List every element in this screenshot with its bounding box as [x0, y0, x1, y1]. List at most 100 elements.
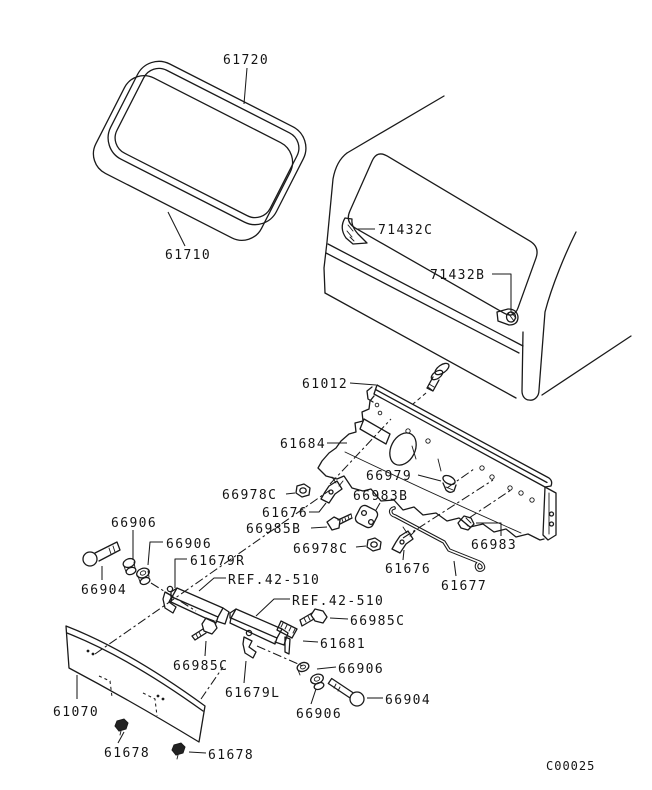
part-number-label: 66985B: [246, 522, 301, 537]
leader-line: [302, 640, 319, 643]
leader-line: [453, 560, 457, 577]
part-number-label: 66985C: [350, 614, 405, 629]
part-bushing-66906-3: [296, 661, 310, 676]
leader-line: [188, 751, 207, 754]
callout-61070: 61070: [53, 675, 99, 720]
callout-61678: 61678: [188, 748, 254, 763]
callout-71432C: 71432C: [356, 223, 433, 238]
assembly-guide-lines: [94, 418, 512, 700]
callout-61720: 61720: [223, 53, 269, 105]
leader-line: [492, 273, 512, 312]
callout-61676: 61676: [385, 549, 431, 577]
callout-61684: 61684: [280, 437, 347, 452]
part-number-label: 61676: [262, 506, 308, 521]
leader-line: [310, 688, 317, 705]
leader-line: [255, 598, 290, 617]
part-number-label: 71432C: [378, 223, 433, 238]
callout-66985C: 66985C: [173, 640, 227, 674]
part-number-label: 61679L: [225, 686, 280, 701]
part-number-label: 61677: [441, 579, 487, 594]
leader-line: [147, 541, 163, 566]
callout-66906: 66906: [296, 688, 342, 722]
part-trim-panel-61070: [65, 625, 206, 743]
callout-66978C: 66978C: [222, 488, 296, 503]
callout-61679L: 61679L: [225, 660, 280, 701]
callout-REF.42-510: REF.42-510: [198, 573, 320, 592]
leader-line: [204, 640, 207, 657]
callout-61710: 61710: [165, 211, 210, 263]
callout-66906: 66906: [316, 662, 384, 677]
part-panel-screw: [412, 362, 450, 405]
leader-line: [117, 731, 125, 744]
part-clip-61678-1: [114, 718, 129, 736]
part-number-label: 66906: [111, 516, 157, 531]
part-corner-bracket-71432B: [496, 308, 519, 326]
leader-line: [329, 617, 349, 620]
part-corner-bracket-71432C: [341, 217, 368, 245]
part-back-glass-61710: [92, 75, 294, 241]
part-hinge-61679L: [242, 629, 257, 659]
leader-line: [198, 577, 226, 592]
part-number-label: 61070: [53, 705, 99, 720]
leader-line: [349, 382, 377, 386]
part-number-label: REF.42-510: [228, 573, 320, 588]
part-nut-66978C-2: [366, 537, 382, 552]
leader-line: [167, 211, 186, 247]
leader-line: [285, 492, 296, 495]
callout-66985B: 66985B: [246, 522, 328, 537]
part-number-label: 61676: [385, 562, 431, 577]
part-number-label: 66983: [471, 538, 517, 553]
leader-line: [310, 526, 328, 529]
part-number-label: 61678: [208, 748, 254, 763]
part-number-label: 61684: [280, 437, 326, 452]
callout-66904: 66904: [81, 566, 127, 598]
leader-line: [402, 549, 405, 561]
part-bolt-66985B: [326, 513, 353, 531]
part-number-label: 66904: [385, 693, 431, 708]
part-number-label: 61679R: [190, 554, 245, 569]
leader-line: [243, 660, 247, 684]
part-damper-66983B: [354, 504, 379, 529]
part-number-label: 66906: [338, 662, 384, 677]
part-number-label: 66906: [296, 707, 342, 722]
callout-61678: 61678: [104, 731, 150, 761]
part-number-label: 66906: [166, 537, 212, 552]
leader-line: [316, 666, 337, 670]
callouts-layer: 617206171071432C71432B610126168466978C61…: [53, 53, 517, 763]
part-tailgate-panel-61012: [317, 384, 557, 541]
leader-line: [309, 502, 327, 513]
callout-66906: 66906: [111, 516, 157, 560]
callout-66985C: 66985C: [329, 614, 405, 629]
part-number-label: 61681: [320, 637, 366, 652]
callout-61679R: 61679R: [174, 554, 245, 588]
part-number-label: 66983B: [353, 489, 408, 504]
callout-66906: 66906: [147, 537, 212, 566]
leader-line: [243, 67, 248, 105]
part-hinge-61676-1: [320, 476, 344, 504]
part-handle-ref42-510-2: [229, 608, 289, 646]
leader-line: [355, 545, 367, 548]
part-number-label: 71432B: [430, 268, 485, 283]
part-bushing-66906-2: [136, 567, 151, 586]
part-clip-66983: [457, 515, 475, 531]
part-number-label: 61678: [104, 746, 150, 761]
callout-61681: 61681: [302, 637, 366, 652]
part-number-label: 66979: [366, 469, 412, 484]
callout-66983: 66983: [471, 522, 517, 553]
part-bolt-66985C-2: [299, 608, 328, 627]
callout-61676: 61676: [262, 502, 327, 521]
drawing-code: C00025: [546, 759, 595, 773]
part-handle-ref42-510-1: [170, 587, 230, 625]
part-hinge-61676-2: [391, 526, 416, 554]
callout-66983B: 66983B: [353, 489, 408, 511]
part-bushing-66906-1: [122, 557, 137, 576]
part-bolt-66985C-1: [191, 617, 218, 641]
part-number-label: 66904: [81, 583, 127, 598]
part-number-label: 61720: [223, 53, 269, 68]
callout-66979: 66979: [366, 469, 442, 484]
callout-61677: 61677: [441, 560, 487, 594]
part-weatherstrip-61720: [107, 60, 307, 226]
part-number-label: 66978C: [293, 542, 348, 557]
